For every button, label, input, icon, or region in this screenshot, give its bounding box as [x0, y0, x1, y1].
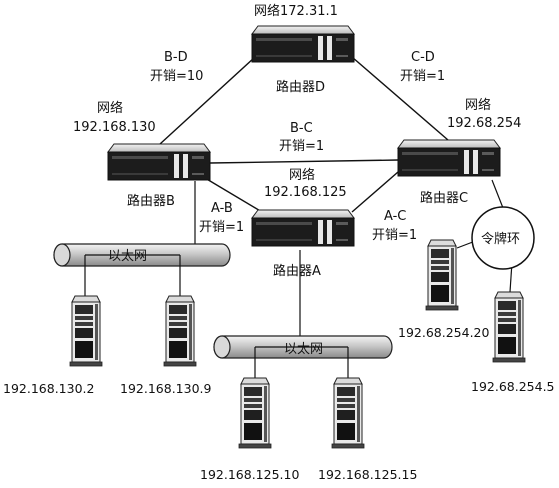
host-254-20: 192.68.254.20: [398, 239, 489, 340]
link-a-c: [351, 171, 399, 213]
link-a-b-name: A-B: [211, 201, 233, 216]
router-d: 路由器D: [251, 25, 355, 95]
host-254-5: 192.68.254.5: [471, 291, 555, 394]
link-a-b: [204, 177, 263, 213]
host-254-20-ip: 192.68.254.20: [398, 325, 489, 340]
link-b-d-cost: 开销=10: [150, 69, 203, 84]
router-b: 路由器B: [107, 143, 211, 209]
link-c-d-cost: 开销=1: [400, 69, 445, 84]
link-a-b-cost: 开销=1: [199, 220, 244, 235]
host-130-2: 192.168.130.2: [3, 295, 103, 396]
host-130-2-ip: 192.168.130.2: [3, 381, 94, 396]
router-links: [159, 56, 449, 213]
host-125-15: 192.168.125.15: [318, 377, 417, 482]
router-d-label: 路由器D: [276, 79, 325, 95]
router-c-label: 路由器C: [420, 190, 468, 206]
host-254-5-ip: 192.68.254.5: [471, 379, 555, 394]
link-b-d-name: B-D: [164, 50, 188, 65]
router-b-label: 路由器B: [127, 193, 175, 209]
host-125-10-ip: 192.168.125.10: [200, 467, 299, 482]
host-130-9: 192.168.130.9: [120, 295, 211, 396]
network-right-word: 网络: [465, 97, 491, 113]
link-c-d-name: C-D: [411, 50, 435, 65]
network-top-label: 网络172.31.1: [254, 3, 338, 19]
link-b-c: [209, 159, 399, 164]
host-125-15-ip: 192.168.125.15: [318, 467, 417, 482]
router-a: 路由器A: [251, 209, 355, 279]
link-b-c-cost: 开销=1: [279, 139, 324, 154]
link-a-c-cost: 开销=1: [372, 228, 417, 243]
ethernet-bottom-label: 以太网: [284, 342, 323, 357]
network-right-addr: 192.68.254: [447, 116, 521, 131]
network-center-addr: 192.168.125: [264, 185, 347, 200]
host-125-10: 192.168.125.10: [200, 377, 299, 482]
router-c-ring-drop: [491, 179, 504, 209]
network-left-word: 网络: [97, 100, 123, 116]
token-ring-label: 令牌环: [481, 231, 520, 247]
token-ring: 令牌环: [456, 206, 535, 293]
link-c-d: [351, 56, 449, 141]
ethernet-bottom: 以太网: [213, 335, 393, 378]
router-a-label: 路由器A: [273, 263, 321, 279]
link-b-d: [159, 56, 256, 145]
ethernet-left: 以太网: [53, 243, 231, 296]
link-a-c-name: A-C: [384, 209, 406, 224]
network-left-addr: 192.168.130: [73, 120, 156, 135]
link-b-c-name: B-C: [290, 121, 313, 136]
host-130-9-ip: 192.168.130.9: [120, 381, 211, 396]
ethernet-left-label: 以太网: [108, 249, 147, 264]
network-center-word: 网络: [289, 167, 315, 183]
router-c: 路由器C: [397, 139, 501, 206]
